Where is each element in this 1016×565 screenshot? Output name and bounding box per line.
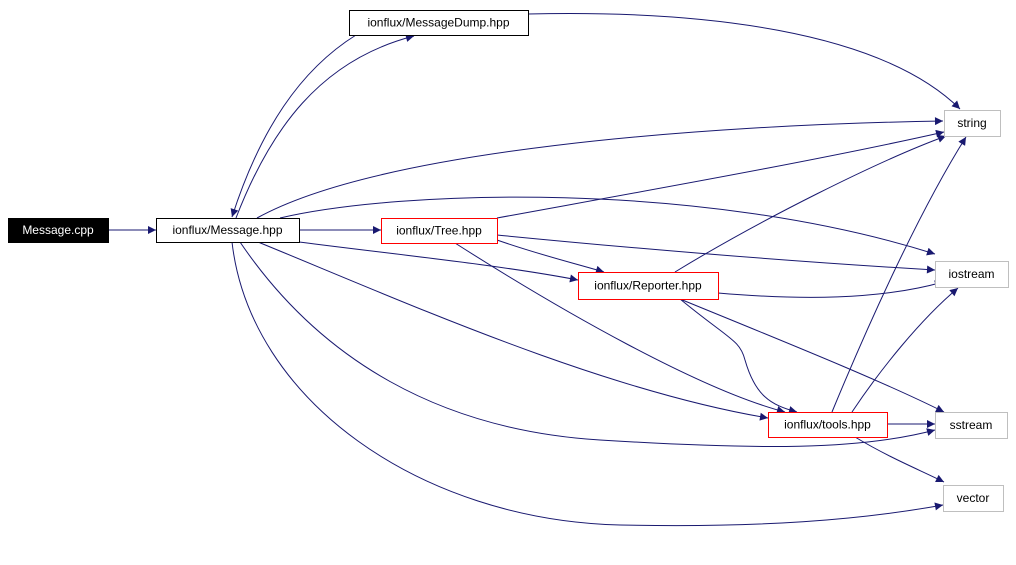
node-label: ionflux/Tree.hpp: [396, 224, 482, 238]
node-tools-hpp[interactable]: ionflux/tools.hpp: [768, 412, 888, 438]
nodes-layer: Message.cpp ionflux/Message.hpp ionflux/Me…: [8, 10, 1009, 512]
edge-tree-hpp-to-reporter-hpp: [496, 239, 605, 274]
node-box[interactable]: [156, 218, 300, 243]
node-label: ionflux/Message.hpp: [172, 223, 282, 237]
node-box[interactable]: [935, 261, 1009, 288]
node-sstream[interactable]: sstream: [935, 412, 1008, 439]
node-box[interactable]: [944, 110, 1001, 137]
node-iostream[interactable]: iostream: [935, 261, 1009, 288]
edge-message-hpp-to-reporter-hpp: [298, 241, 579, 283]
edge-message-hpp-to-sstream: [239, 241, 936, 448]
node-vector[interactable]: vector: [943, 485, 1004, 512]
edge-messagedump-hpp-to-string: [527, 13, 961, 110]
node-label: ionflux/Reporter.hpp: [594, 279, 702, 293]
edge-reporter-hpp-to-iostream: [717, 280, 944, 298]
edge-tree-hpp-to-tools-hpp: [454, 242, 786, 414]
node-box[interactable]: [935, 412, 1008, 439]
edge-reporter-hpp-to-sstream: [679, 298, 945, 413]
edge-messagedump-hpp-to-message-hpp: [230, 34, 357, 218]
edge-tree-hpp-to-iostream: [496, 234, 936, 274]
edge-message-hpp-to-vector: [231, 241, 944, 527]
node-label: ionflux/tools.hpp: [784, 418, 871, 432]
node-label: vector: [957, 491, 990, 505]
node-reporter-hpp[interactable]: ionflux/Reporter.hpp: [578, 272, 719, 300]
node-label: Message.cpp: [22, 223, 94, 237]
node-box[interactable]: [381, 218, 498, 244]
edge-tools-hpp-to-iostream: [851, 287, 959, 413]
node-box[interactable]: [349, 10, 529, 36]
node-label: iostream: [948, 267, 994, 281]
edge-tools-hpp-to-vector: [854, 436, 945, 483]
edge-reporter-hpp-to-tools-hpp: [679, 298, 798, 414]
node-label: ionflux/MessageDump.hpp: [367, 16, 509, 30]
node-tree-hpp[interactable]: ionflux/Tree.hpp: [381, 218, 498, 244]
node-message-hpp[interactable]: ionflux/Message.hpp: [156, 218, 300, 243]
edge-tree-hpp-to-string: [496, 129, 945, 219]
edge-message-hpp-to-iostream: [279, 196, 936, 256]
edges-layer: [108, 13, 967, 527]
node-label: string: [957, 116, 986, 130]
edge-tools-hpp-to-string: [831, 136, 967, 413]
edge-reporter-hpp-to-string: [674, 134, 947, 273]
edge-message-hpp-to-tools-hpp: [257, 241, 769, 421]
node-box[interactable]: [578, 272, 719, 300]
node-message-cpp[interactable]: Message.cpp: [8, 218, 109, 243]
node-box[interactable]: [8, 218, 109, 243]
edge-message-hpp-to-messagedump-hpp: [235, 34, 415, 219]
node-label: sstream: [950, 418, 993, 432]
edge-message-hpp-to-string: [256, 117, 944, 219]
node-box[interactable]: [943, 485, 1004, 512]
node-messagedump-hpp[interactable]: ionflux/MessageDump.hpp: [349, 10, 529, 36]
node-box[interactable]: [768, 412, 888, 438]
node-string[interactable]: string: [944, 110, 1001, 137]
